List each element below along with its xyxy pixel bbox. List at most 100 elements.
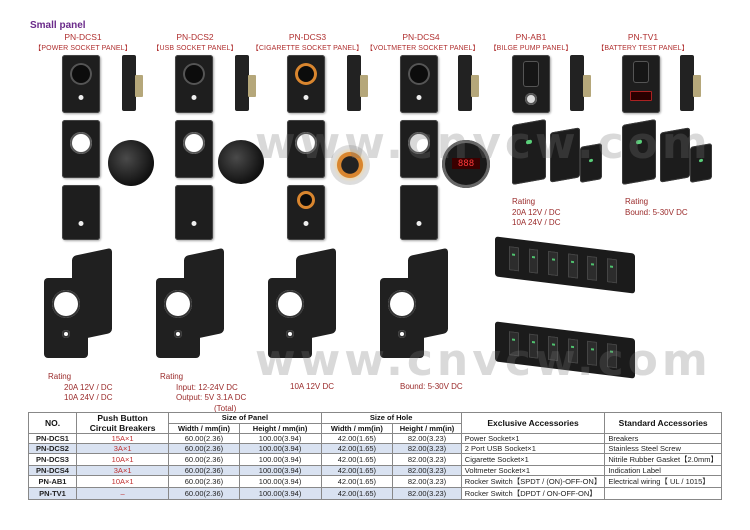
rocker-switch <box>587 255 598 281</box>
model-header-dcs2: PN-DCS2 【USB SOCKET PANEL】 <box>140 32 250 54</box>
cell-hole-width: 42.00(1.65) <box>320 475 394 488</box>
watermark: www.cnvcw.com <box>255 118 712 169</box>
dcs4-bracket-front <box>380 278 424 358</box>
tv1-side-panel <box>680 55 701 111</box>
header-hole-height: Height / mm(in) <box>392 422 462 434</box>
cell-hole-width: 42.00(1.65) <box>320 433 394 444</box>
model-code: PN-DCS4 <box>402 32 440 42</box>
usb-socket-icon <box>183 63 205 85</box>
cell-hole-height: 82.00(3.23) <box>392 443 462 454</box>
header-hole-width: Width / mm(in) <box>320 422 394 434</box>
rocker-switch-icon <box>523 61 539 87</box>
header-panel-width: Width / mm(in) <box>168 422 240 434</box>
cell-panel-width: 60.00(2.36) <box>168 433 240 444</box>
rating-tv1: Rating Bound: 5-30V DC <box>625 197 688 218</box>
tv1-front-panel <box>622 55 660 113</box>
voltmeter-display: 888 <box>451 158 481 169</box>
header-exclusive: Exclusive Accessories <box>460 412 606 434</box>
dcs2-bracket-front <box>156 278 200 358</box>
spec-table: NO. Push Button Circuit Breakers Size of… <box>28 412 722 500</box>
cell-push-button: 10A×1 <box>75 453 170 466</box>
dcs2-cutout-panel <box>175 120 213 178</box>
cell-panel-width: 60.00(2.36) <box>168 487 240 500</box>
cell-hole-width: 42.00(1.65) <box>320 465 394 476</box>
mount-hole <box>164 290 192 318</box>
cutout-hole <box>295 132 317 154</box>
table-header-row: NO. Push Button Circuit Breakers Size of… <box>28 412 722 434</box>
cell-hole-height: 82.00(3.23) <box>392 453 462 466</box>
usb-socket-image <box>218 140 264 184</box>
screw-hole <box>286 330 294 338</box>
table-row: PN-DCS3 10A×1 60.00(2.36) 100.00(3.94) 4… <box>28 453 722 466</box>
header-push-button: Push Button Circuit Breakers <box>75 412 170 434</box>
rating-dcs3: 10A 12V DC <box>290 382 334 393</box>
header-hole-size: Size of Hole <box>320 412 462 424</box>
cell-hole-height: 82.00(3.23) <box>392 465 462 476</box>
cell-push-button: – <box>75 487 170 500</box>
cell-exclusive: Voltmeter Socket×1 <box>460 465 606 476</box>
voltmeter-image: 888 <box>442 140 490 188</box>
cell-no: PN-DCS3 <box>28 453 77 466</box>
model-code: PN-DCS2 <box>176 32 214 42</box>
model-desc: 【USB SOCKET PANEL】 <box>152 45 238 52</box>
cell-panel-width: 60.00(2.36) <box>168 443 240 454</box>
dcs2-panel-variant <box>175 185 213 240</box>
header-panel-height: Height / mm(in) <box>238 422 322 434</box>
cell-standard: Electrical wiring【 UL / 1015】 <box>604 475 722 488</box>
cigarette-socket-image <box>330 145 370 185</box>
dcs2-front-panel <box>175 55 213 113</box>
dcs4-cutout-panel <box>400 120 438 178</box>
led-icon <box>416 221 422 226</box>
led-icon <box>416 95 422 100</box>
model-desc: 【POWER SOCKET PANEL】 <box>34 45 132 52</box>
rating-line: (Total) <box>214 403 237 413</box>
cell-panel-height: 100.00(3.94) <box>238 475 322 488</box>
cell-panel-height: 100.00(3.94) <box>238 465 322 476</box>
screw-hole <box>398 330 406 338</box>
rating-line: 10A 24V / DC <box>512 218 561 227</box>
dcs3-panel-variant <box>287 185 325 240</box>
rating-line: 20A 12V / DC <box>64 382 113 392</box>
rating-label: Rating <box>625 197 657 206</box>
rating-dcs1: Rating 20A 12V / DC 10A 24V / DC <box>48 372 112 404</box>
cell-panel-height: 100.00(3.94) <box>238 433 322 444</box>
rocker-switch <box>528 248 539 274</box>
led-icon <box>303 95 309 100</box>
dcs1-bracket-front <box>44 278 88 358</box>
rocker-switch-icon <box>633 61 649 83</box>
rating-line: Bound: 5-30V DC <box>625 207 688 217</box>
rocker-switch <box>548 250 558 277</box>
cell-panel-width: 60.00(2.36) <box>168 465 240 476</box>
model-desc: 【CIGARETTE SOCKET PANEL】 <box>251 45 364 52</box>
header-circuit-breakers-label: Circuit Breakers <box>89 423 156 433</box>
model-code: PN-TV1 <box>627 32 659 42</box>
dcs1-side-panel <box>122 55 143 111</box>
cell-hole-height: 82.00(3.23) <box>392 487 462 500</box>
cutout-hole <box>183 132 205 154</box>
cutout-hole <box>408 132 430 154</box>
ab1-front-panel <box>512 55 550 113</box>
dcs1-cutout-panel <box>62 120 100 178</box>
rocker-switch <box>509 246 519 272</box>
cell-no: PN-DCS2 <box>28 443 77 454</box>
cell-standard: Indication Label <box>604 465 722 476</box>
cell-push-button: 3A×1 <box>75 443 170 454</box>
model-header-dcs4: PN-DCS4 【VOLTMETER SOCKET PANEL】 <box>366 32 480 54</box>
rating-line: 10A 12V DC <box>290 382 335 391</box>
rating-line: Input: 12-24V DC <box>176 382 238 392</box>
cell-push-button: 3A×1 <box>75 465 170 476</box>
ab1-side-panel <box>570 55 591 111</box>
dcs4-front-panel <box>400 55 438 113</box>
mount-hole <box>276 290 304 318</box>
cell-panel-height: 100.00(3.94) <box>238 443 322 454</box>
cell-exclusive: Rocker Switch【SPDT / (ON)-OFF-ON】 <box>460 475 606 488</box>
switch-panel-strip-top <box>495 236 635 294</box>
cell-panel-width: 60.00(2.36) <box>168 453 240 466</box>
cell-hole-height: 82.00(3.23) <box>392 475 462 488</box>
cell-no: PN-TV1 <box>28 487 77 500</box>
screw-hole <box>62 330 70 338</box>
voltmeter-socket-icon <box>408 63 430 85</box>
cell-exclusive: Rocker Switch【DPDT / ON-OFF-ON】 <box>460 487 606 500</box>
dcs3-cutout-panel <box>287 120 325 178</box>
power-socket-image <box>108 140 154 186</box>
